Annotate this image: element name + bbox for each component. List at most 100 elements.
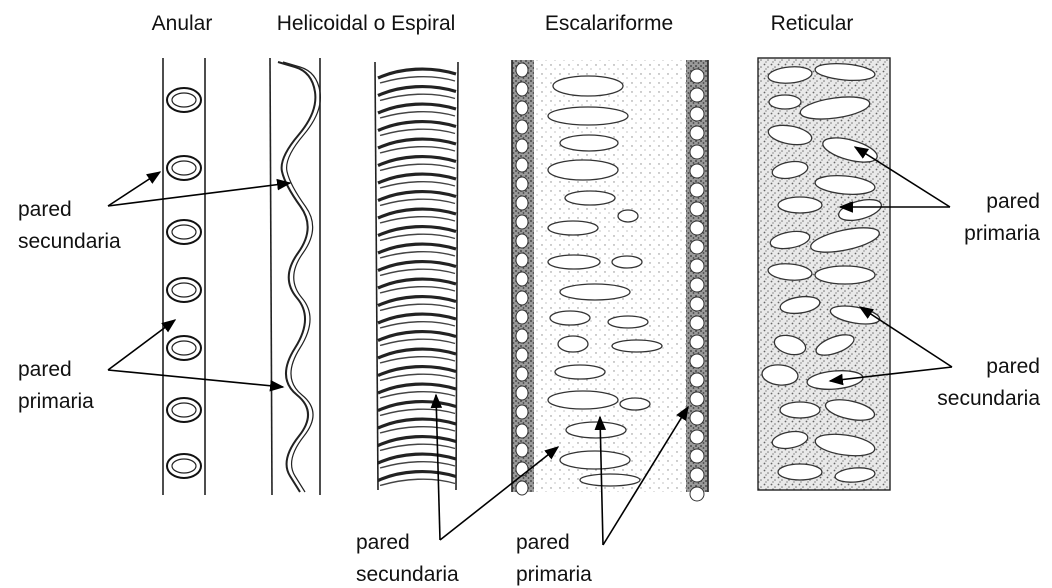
reticular-opening xyxy=(815,266,875,284)
label-left-secondary-2: secundaria xyxy=(18,230,121,253)
wall-pit-right xyxy=(690,430,704,444)
wall-pit-right xyxy=(690,221,704,235)
wall-pit-left xyxy=(516,139,528,153)
label-bottom-secondary-2: secundaria xyxy=(356,563,459,586)
label-left-primary-2: primaria xyxy=(18,390,94,413)
title-escalariforme: Escalariforme xyxy=(545,12,673,35)
escalariforme-vessel xyxy=(512,60,708,501)
label-bottom-primary-2: primaria xyxy=(516,563,592,586)
spiral-band-edge xyxy=(380,164,455,170)
arrow-left-pri-anular xyxy=(108,320,175,370)
label-bottom-primary-1: pared xyxy=(516,531,570,554)
wall-pit-right xyxy=(690,164,704,178)
wall-pit-right xyxy=(690,88,704,102)
wall-pit-left xyxy=(516,329,528,343)
wall-pit-left xyxy=(516,386,528,400)
scal-pit xyxy=(555,365,605,379)
scal-pit xyxy=(548,391,618,409)
wall-pit-right xyxy=(690,449,704,463)
spiral-band-edge xyxy=(380,374,455,380)
spiral-band-edge xyxy=(380,112,455,118)
wall-pit-left xyxy=(516,462,528,476)
reticular-opening xyxy=(769,95,801,109)
wall-pit-left xyxy=(516,443,528,457)
scal-pit xyxy=(612,340,662,352)
reticular-vessel xyxy=(758,58,890,490)
wall-pit-right xyxy=(690,487,704,501)
scal-pit xyxy=(580,474,640,486)
scal-pit xyxy=(618,210,638,222)
wall-pit-right xyxy=(690,373,704,387)
wall-pit-right xyxy=(690,392,704,406)
reticular-opening xyxy=(778,197,822,213)
wall-pit-left xyxy=(516,348,528,362)
spiral-band-edge xyxy=(380,77,455,83)
scal-pit xyxy=(566,422,626,438)
wall-pit-right xyxy=(690,468,704,482)
spiral-band-edge xyxy=(380,462,455,468)
scal-pit xyxy=(560,284,630,300)
spiral-band-edge xyxy=(380,269,455,275)
reticular-opening xyxy=(778,464,822,480)
anular-vessel xyxy=(163,58,205,495)
wall-pit-right xyxy=(690,297,704,311)
spiral-band-edge xyxy=(380,479,455,485)
spiral-band-edge xyxy=(380,199,455,205)
spiral-band-edge xyxy=(380,409,455,415)
wall-pit-right xyxy=(690,202,704,216)
spiral-band-edge xyxy=(380,252,455,258)
wall-pit-left xyxy=(516,215,528,229)
arrow-bottom-sec-scal xyxy=(440,447,558,540)
title-reticular: Reticular xyxy=(771,12,854,35)
spiral-band-edge xyxy=(380,217,455,223)
spiral-band-edge xyxy=(380,444,455,450)
arrow-left-sec-helix xyxy=(108,183,290,206)
spiral-band-edge xyxy=(380,322,455,328)
wall-pit-right xyxy=(690,69,704,83)
spiral-band-edge xyxy=(380,427,455,433)
wall-pit-right xyxy=(690,126,704,140)
wall-pit-right xyxy=(690,259,704,273)
wall-pit-right xyxy=(690,145,704,159)
spiral-band-edge xyxy=(380,94,455,100)
wall-pit-left xyxy=(516,120,528,134)
scal-pit xyxy=(553,76,623,96)
spiral-band-edge xyxy=(380,234,455,240)
scal-pit xyxy=(560,135,618,151)
label-left-primary-1: pared xyxy=(18,358,72,381)
scal-pit xyxy=(608,316,648,328)
scal-pit xyxy=(560,451,630,469)
spiral-band-edge xyxy=(380,147,455,153)
scal-pit xyxy=(558,336,588,352)
spiral-band-edge xyxy=(380,182,455,188)
wall-pit-left xyxy=(516,82,528,96)
spiral-band-edge xyxy=(380,339,455,345)
title-anular: Anular xyxy=(152,12,213,35)
scal-pit xyxy=(550,311,590,325)
wall-pit-left xyxy=(516,101,528,115)
helicoidal-vessel xyxy=(270,58,320,495)
arrow-bottom-sec-spiral xyxy=(436,395,440,540)
label-right-primary-2: primaria xyxy=(964,222,1040,245)
wall-pit-right xyxy=(690,183,704,197)
spiral-band-edge xyxy=(380,129,455,135)
wall-pit-left xyxy=(516,481,528,495)
scal-pit xyxy=(565,191,615,205)
label-bottom-secondary-1: pared xyxy=(356,531,410,554)
label-right-primary-1: pared xyxy=(986,190,1040,213)
scal-pit xyxy=(548,160,618,180)
wall-pit-left xyxy=(516,177,528,191)
wall-pit-left xyxy=(516,405,528,419)
arrow-left-pri-helix xyxy=(108,370,283,387)
anular-rings xyxy=(167,88,201,478)
wall-pit-left xyxy=(516,158,528,172)
spiral-band-edge xyxy=(380,304,455,310)
scal-pit xyxy=(548,255,600,269)
spiral-band-edge xyxy=(380,357,455,363)
wall-pit-left xyxy=(516,63,528,77)
label-right-secondary-1: pared xyxy=(986,355,1040,378)
label-right-secondary-2: secundaria xyxy=(937,387,1040,410)
wall-pit-right xyxy=(690,278,704,292)
wall-pit-left xyxy=(516,291,528,305)
